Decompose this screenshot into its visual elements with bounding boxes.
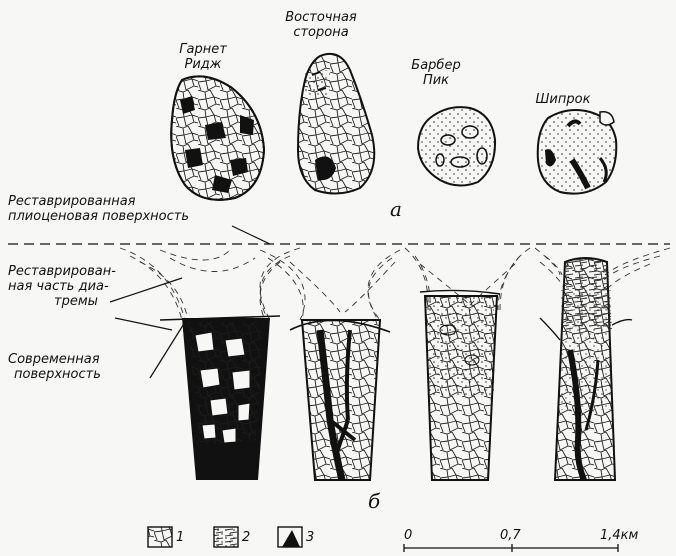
label-barber-peak: Барбер Пик bbox=[404, 58, 468, 88]
legend-number-2: 2 bbox=[242, 530, 250, 545]
label-shiprock: Шипрок bbox=[528, 92, 598, 107]
scale-tick-1-4km: 1,4км bbox=[600, 528, 638, 543]
plan-east-side bbox=[298, 54, 374, 194]
part-b-letter: б bbox=[368, 494, 380, 509]
legend-swatches bbox=[148, 527, 302, 547]
section-barber-peak bbox=[420, 290, 500, 480]
label-pliocene-surface: Реставрированная плиоценовая поверхность bbox=[8, 194, 189, 224]
legend-number-3: 3 bbox=[306, 530, 314, 545]
plan-barber-peak bbox=[418, 107, 495, 185]
section-east-side bbox=[290, 320, 390, 480]
section-shiprock bbox=[540, 258, 632, 480]
scale-bar bbox=[404, 544, 618, 552]
plan-garnet-ridge bbox=[171, 76, 264, 199]
label-restored-diatreme: Реставрирован- ная часть диа- тремы bbox=[8, 264, 116, 309]
scale-tick-0-7: 0,7 bbox=[500, 528, 521, 543]
legend-number-1: 1 bbox=[176, 530, 184, 545]
scale-tick-0: 0 bbox=[404, 528, 412, 543]
label-garnet-ridge: Гарнет Ридж bbox=[168, 42, 238, 72]
label-east-side: Восточная сторона bbox=[280, 10, 362, 40]
part-a-letter: а bbox=[390, 202, 402, 217]
section-garnet-ridge bbox=[160, 316, 280, 480]
label-modern-surface: Современная поверхность bbox=[8, 352, 101, 382]
plan-shiprock bbox=[538, 110, 617, 194]
